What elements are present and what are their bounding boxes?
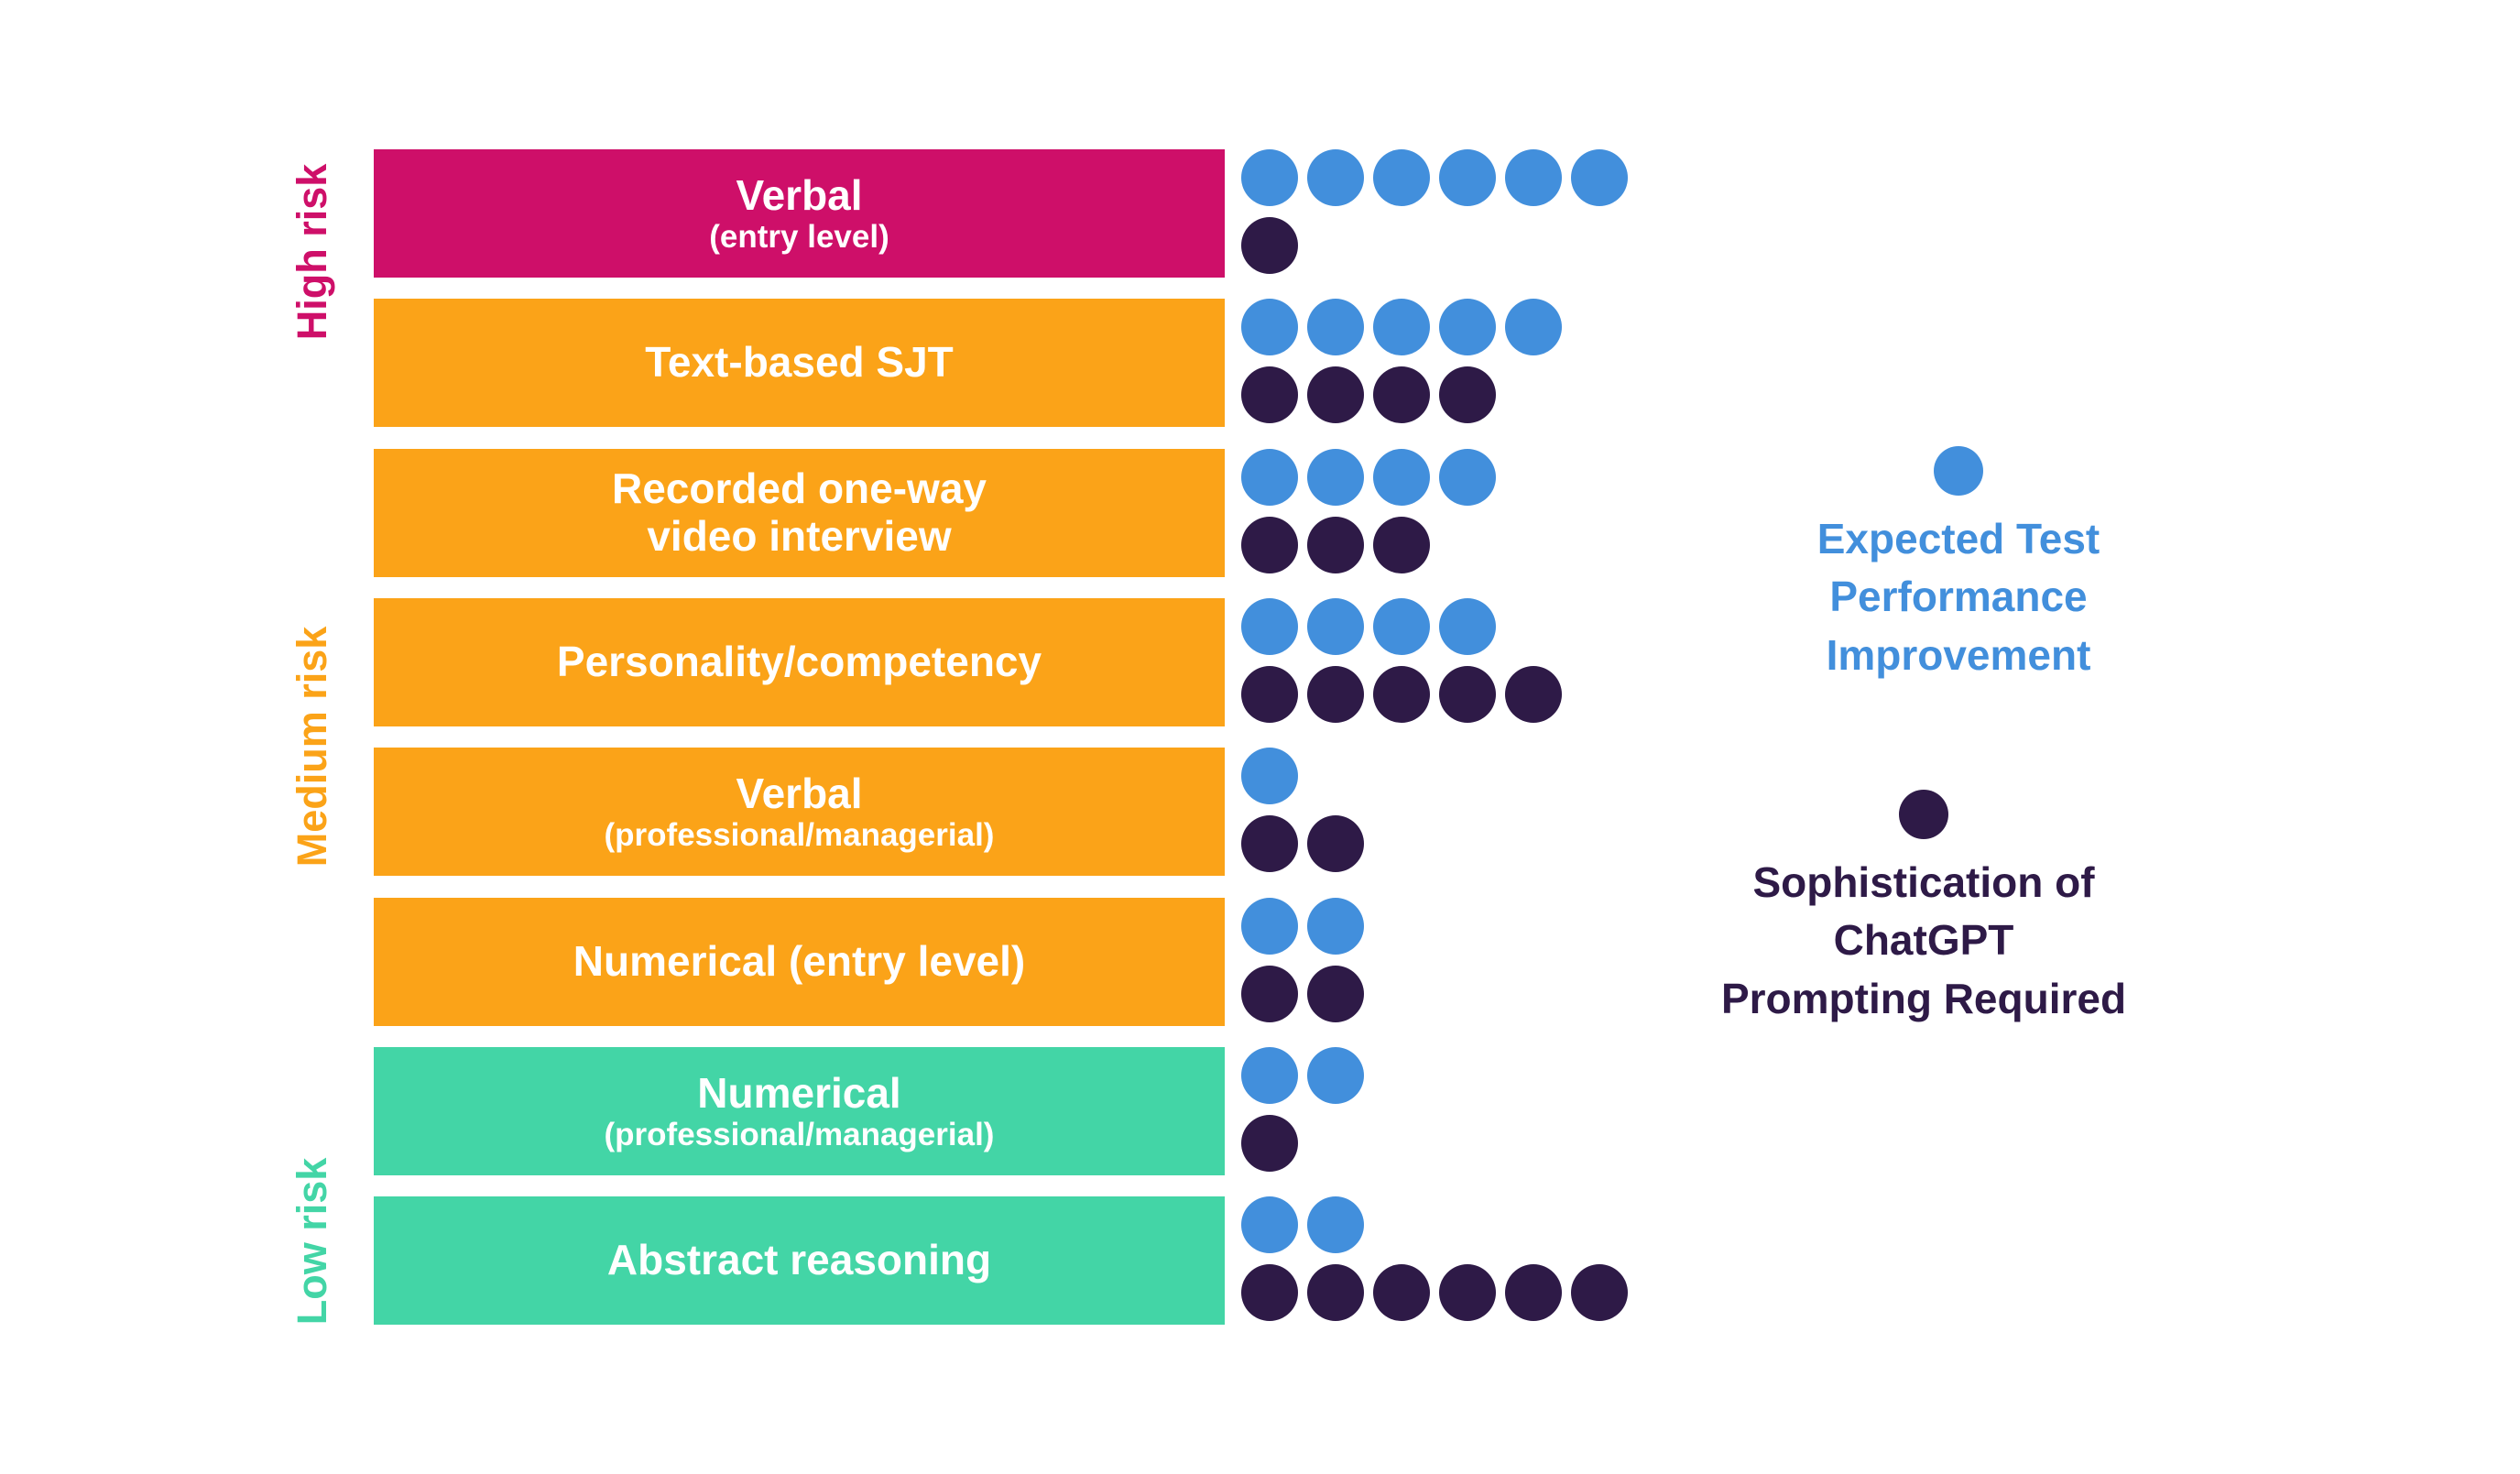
bar-abstract-reasoning: Abstract reasoning: [374, 1196, 1225, 1325]
bar-text-based-sjt: Text-based SJT: [374, 299, 1225, 427]
improvement-dot: [1241, 598, 1298, 655]
bar-numerical-entry-level: Numerical (entry level): [374, 898, 1225, 1026]
risk-label-low-risk: Low risk: [289, 1157, 335, 1326]
bar-label-line: Recorded one-way: [612, 464, 987, 513]
improvement-dot-row: [1241, 449, 1496, 506]
prompting-dot: [1439, 666, 1496, 723]
legend-prompting: Sophistication of ChatGPT Prompting Requir…: [1685, 790, 2162, 1028]
prompting-dot: [1571, 1264, 1628, 1321]
prompting-dot: [1307, 1264, 1364, 1321]
prompting-dot-row: [1241, 517, 1430, 573]
prompting-dot: [1307, 517, 1364, 573]
improvement-dot: [1307, 598, 1364, 655]
bar-label-line: (entry level): [709, 219, 889, 256]
risk-label-medium-risk: Medium risk: [289, 626, 335, 868]
prompting-dot: [1241, 217, 1298, 274]
improvement-dot: [1307, 898, 1364, 955]
improvement-dot-row: [1241, 598, 1496, 655]
prompting-dot: [1307, 815, 1364, 872]
prompting-dot: [1241, 366, 1298, 423]
bar-label-line: Numerical: [697, 1068, 901, 1117]
bar-label-line: Text-based SJT: [645, 338, 954, 387]
improvement-dot: [1307, 299, 1364, 355]
prompting-dot: [1241, 517, 1298, 573]
prompting-dot: [1307, 366, 1364, 423]
prompting-dot: [1439, 366, 1496, 423]
legend-label-line: Expected Test: [1816, 515, 2100, 562]
bar-verbal-entry-level: Verbal(entry level): [374, 149, 1225, 278]
bar-label-line: Verbal: [736, 170, 863, 219]
prompting-dot-row: [1241, 1115, 1298, 1172]
bar-label-line: (professional/managerial): [604, 817, 995, 854]
improvement-dot: [1439, 299, 1496, 355]
prompting-dot: [1373, 517, 1430, 573]
prompting-dot-row: [1241, 815, 1364, 872]
improvement-dot: [1241, 449, 1298, 506]
prompting-dot: [1373, 366, 1430, 423]
improvement-dot: [1241, 1047, 1298, 1104]
prompting-dot: [1241, 1115, 1298, 1172]
prompting-dot-row: [1241, 966, 1364, 1022]
prompting-dot: [1307, 666, 1364, 723]
improvement-dot: [1241, 149, 1298, 206]
improvement-dot: [1571, 149, 1628, 206]
bar-numerical-professional-managerial: Numerical(professional/managerial): [374, 1047, 1225, 1175]
improvement-dot: [1241, 1196, 1298, 1253]
bar-label-line: (professional/managerial): [604, 1117, 995, 1153]
improvement-dot-row: [1241, 1047, 1364, 1104]
prompting-dot: [1439, 1264, 1496, 1321]
improvement-dot: [1373, 299, 1430, 355]
bar-personality-competency: Personality/competency: [374, 598, 1225, 726]
improvement-legend-dot: [1934, 446, 1983, 496]
prompting-legend-dot: [1899, 790, 1948, 839]
prompting-dot-row: [1241, 1264, 1628, 1321]
improvement-dot: [1307, 1047, 1364, 1104]
improvement-dot: [1505, 299, 1562, 355]
bar-label-line: video interview: [647, 512, 952, 560]
prompting-dot-row: [1241, 217, 1298, 274]
bar-label-line: Numerical (entry level): [573, 937, 1026, 986]
risk-label-high-risk: High risk: [289, 163, 335, 341]
improvement-dot: [1505, 149, 1562, 206]
improvement-dot-row: [1241, 149, 1628, 206]
improvement-dot: [1241, 898, 1298, 955]
legend-label-line: Improvement: [1826, 630, 2091, 679]
improvement-dot-row: [1241, 299, 1562, 355]
prompting-dot: [1505, 1264, 1562, 1321]
legend-label-line: Sophistication of: [1752, 858, 2095, 906]
prompting-dot: [1373, 666, 1430, 723]
legend-label-line: Performance: [1829, 573, 2088, 621]
bar-label-line: Abstract reasoning: [606, 1236, 992, 1284]
prompting-dot: [1307, 966, 1364, 1022]
improvement-dot-row: [1241, 1196, 1364, 1253]
improvement-dot: [1307, 1196, 1364, 1253]
bar-verbal-professional-managerial: Verbal(professional/managerial): [374, 748, 1225, 876]
prompting-dot-row: [1241, 666, 1562, 723]
prompting-dot: [1241, 815, 1298, 872]
improvement-dot: [1439, 598, 1496, 655]
improvement-dot: [1439, 149, 1496, 206]
prompting-dot-row: [1241, 366, 1496, 423]
prompting-dot: [1505, 666, 1562, 723]
bar-label-line: Personality/competency: [556, 638, 1042, 686]
improvement-dot-row: [1241, 748, 1298, 804]
prompting-dot: [1241, 1264, 1298, 1321]
bar-label-line: Verbal: [736, 769, 863, 817]
prompting-dot: [1241, 966, 1298, 1022]
improvement-dot: [1373, 449, 1430, 506]
improvement-dot: [1373, 149, 1430, 206]
improvement-dot: [1241, 299, 1298, 355]
improvement-dot: [1307, 449, 1364, 506]
improvement-dot: [1439, 449, 1496, 506]
improvement-dot: [1241, 748, 1298, 804]
improvement-dot: [1307, 149, 1364, 206]
improvement-dot-row: [1241, 898, 1364, 955]
improvement-dot: [1373, 598, 1430, 655]
prompting-dot: [1373, 1264, 1430, 1321]
legend-label-line: Prompting Required: [1720, 974, 2127, 1022]
prompting-dot: [1241, 666, 1298, 723]
legend-label-line: ChatGPT: [1833, 916, 2014, 965]
